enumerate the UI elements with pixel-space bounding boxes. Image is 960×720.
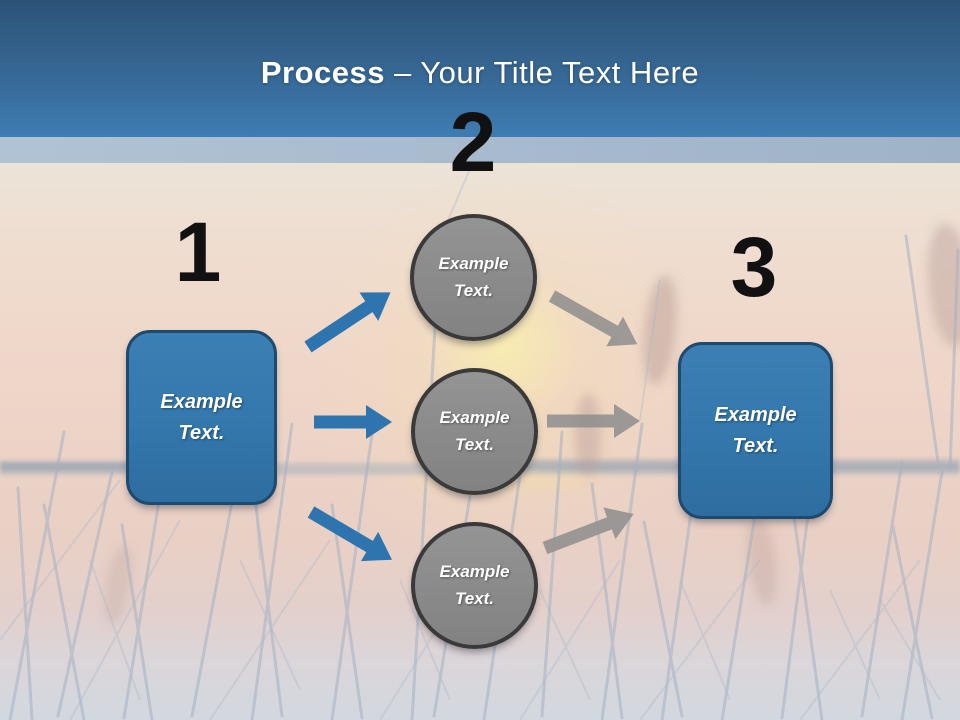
step2-circle-1: Example Text. [410, 214, 537, 341]
step-number-1: 1 [174, 205, 222, 299]
step1-box-label: Example Text. [160, 390, 243, 444]
accent-strip [0, 137, 960, 163]
step2-circle-3: Example Text. [411, 522, 538, 649]
reed-stems [8, 234, 960, 720]
step2-circle-2-label: Example Text. [439, 408, 510, 454]
title-keyword: Process [260, 55, 386, 90]
step2-circle-2: Example Text. [411, 368, 538, 495]
slide-title: Process– Your Title Text Here [0, 55, 960, 91]
title-text: – Your Title Text Here [394, 55, 700, 90]
step2-circle-3-label: Example Text. [439, 562, 510, 608]
step-number-2: 2 [449, 95, 497, 189]
header-band: Process– Your Title Text Here [0, 0, 960, 137]
step1-box: Example Text. [126, 330, 277, 505]
step-number-3: 3 [730, 220, 778, 314]
step3-box-label: Example Text. [714, 403, 797, 457]
step3-box: Example Text. [678, 342, 833, 519]
step2-circle-1-label: Example Text. [438, 254, 509, 300]
